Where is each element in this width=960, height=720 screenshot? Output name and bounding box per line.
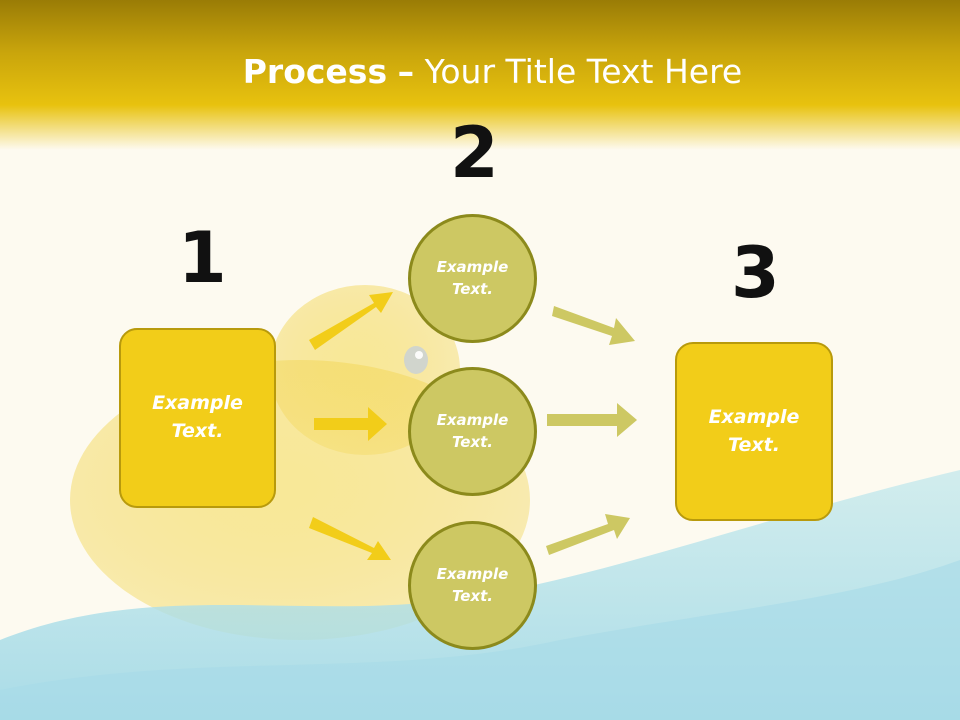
step-2-circle-2: Example Text. <box>408 367 537 496</box>
step-2-circle-3: Example Text. <box>408 521 537 650</box>
step-2-text-1: Example Text. <box>436 257 509 298</box>
title-bold: Process <box>242 52 388 91</box>
step-2-text-3: Example Text. <box>436 564 509 605</box>
arrow-1-to-2c <box>309 517 391 560</box>
step-2-circle-1: Example Text. <box>408 214 537 343</box>
title-rest: Your Title Text Here <box>424 52 743 91</box>
arrow-2a-to-3 <box>552 306 635 345</box>
step-3-box: Example Text. <box>675 342 833 521</box>
arrow-2b-to-3 <box>547 403 637 437</box>
slide-title: Process – Your Title Text Here <box>0 52 960 91</box>
arrow-1-to-2a <box>309 292 393 350</box>
step-2-text-2: Example Text. <box>436 410 509 451</box>
step-1-text: Example Text. <box>152 392 243 442</box>
arrow-1-to-2b <box>314 407 387 441</box>
title-separator: – <box>397 52 415 91</box>
title-band <box>0 0 960 150</box>
step-1-box: Example Text. <box>119 328 276 508</box>
step-3-text: Example Text. <box>708 405 800 456</box>
arrow-2c-to-3 <box>546 514 630 555</box>
step-number-2: 2 <box>450 112 499 194</box>
step-number-3: 3 <box>731 232 780 314</box>
step-number-1: 1 <box>178 217 227 299</box>
